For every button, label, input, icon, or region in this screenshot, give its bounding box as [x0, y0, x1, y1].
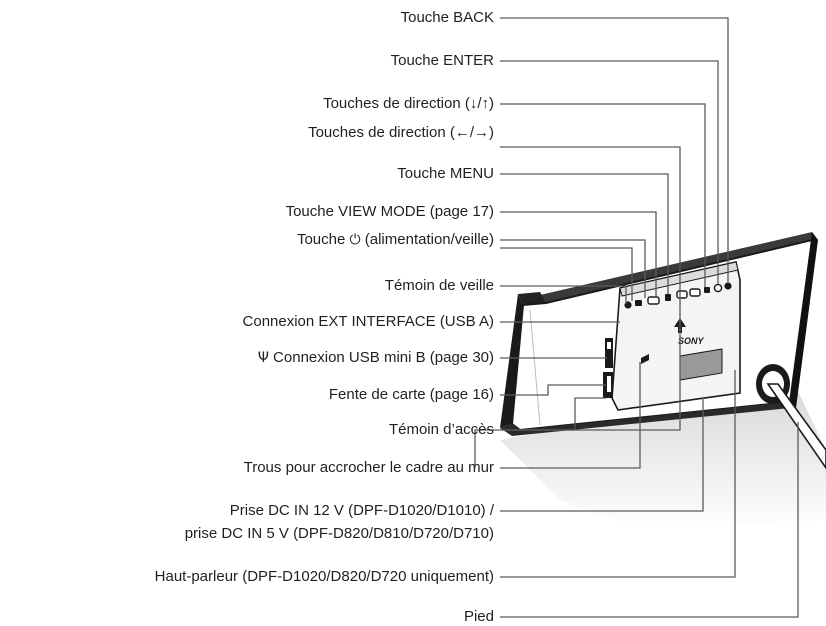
label-wall-holes: Trous pour accrocher le cadre au mur: [243, 459, 494, 476]
label-access-indicator: Témoin d’accès: [388, 421, 494, 438]
control-buttons: [624, 282, 732, 309]
label-direction-updown: Touches de direction (↓/↑): [323, 95, 494, 112]
label-power-button: Touche ⏻ (alimentation/veille): [297, 231, 494, 249]
label-card-slot: Fente de carte (page 16): [328, 386, 494, 403]
label-standby-indicator: Témoin de veille: [384, 277, 494, 294]
label-direction-leftright: Touches de direction (←/→): [308, 124, 494, 141]
stand: [756, 364, 826, 470]
label-speaker: Haut-parleur (DPF-D1020/D820/D720 unique…: [154, 568, 494, 585]
label-view-mode-button: Touche VIEW MODE (page 17): [285, 203, 494, 220]
label-usb-mini: Ψ Connexion USB mini B (page 30): [258, 349, 494, 367]
label-enter-button: Touche ENTER: [390, 52, 494, 69]
floor-shadow: [500, 385, 826, 530]
label-dc-in-line2: prise DC IN 5 V (DPF-D820/D810/D720/D710…: [184, 525, 494, 542]
label-back-button: Touche BACK: [400, 9, 494, 26]
label-power-prefix: Touche: [296, 231, 346, 248]
wall-hole-left: [641, 354, 649, 364]
side-ports: [603, 338, 613, 398]
power-icon: ⏻: [349, 232, 361, 248]
label-usb-mini-text: Connexion USB mini B (page 30): [273, 349, 494, 366]
label-ext-interface: Connexion EXT INTERFACE (USB A): [242, 313, 494, 330]
usb-icon: Ψ: [257, 350, 269, 366]
label-stand: Pied: [463, 608, 494, 625]
label-menu-button: Touche MENU: [397, 165, 494, 182]
brand-logo: SONY: [678, 336, 705, 346]
leader-lines: [474, 17, 799, 618]
rear-control-panel: [603, 261, 741, 411]
label-power-suffix: (alimentation/veille): [364, 231, 494, 248]
label-dc-in-line1: Prise DC IN 12 V (DPF-D1020/D1010) /: [229, 502, 494, 519]
